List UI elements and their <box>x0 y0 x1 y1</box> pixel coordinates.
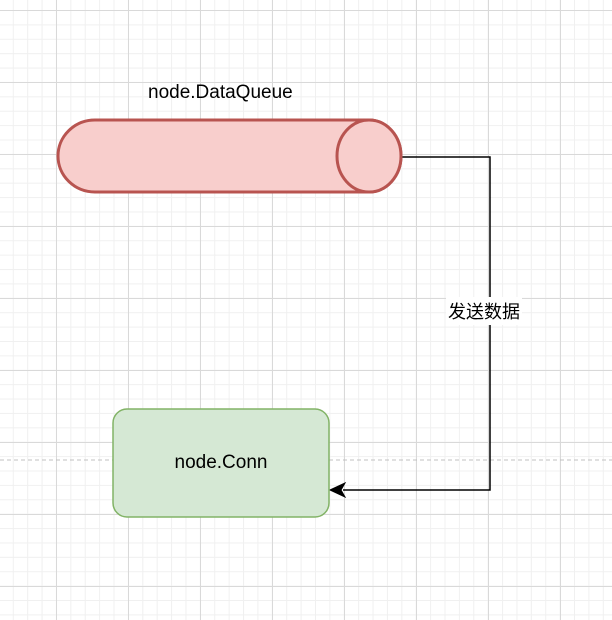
conn-label: node.Conn <box>174 452 268 473</box>
edge-arrowhead-icon <box>328 481 347 499</box>
data-queue-label: node.DataQueue <box>148 82 293 103</box>
edge-label-send-data: 发送数据 <box>446 297 522 325</box>
data-queue-cylinder-cap <box>335 118 403 194</box>
data-queue-node[interactable] <box>56 118 403 194</box>
conn-node[interactable] <box>112 408 330 518</box>
